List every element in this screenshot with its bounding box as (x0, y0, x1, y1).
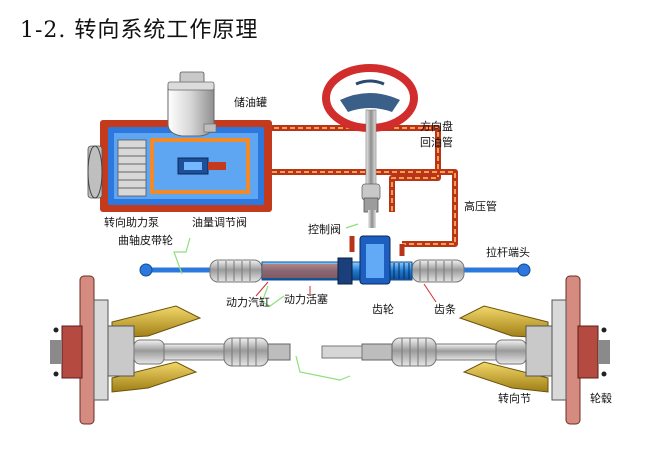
power-piston (337, 257, 353, 285)
rack-teeth (393, 263, 410, 279)
right-knuckle-arm (458, 305, 553, 393)
left-boot (209, 259, 263, 283)
label-knuckle: 转向节 (498, 391, 531, 405)
right-wheel (551, 275, 610, 425)
label-power-pump: 转向助力泵 (104, 215, 159, 229)
rack-and-pinion (139, 235, 531, 285)
red-leaders (255, 281, 437, 303)
flow-control-valve (177, 157, 226, 175)
page-title: 1-2. 转向系统工作原理 (20, 18, 259, 43)
label-hub: 轮毂 (590, 391, 612, 405)
pump-rotor (117, 139, 147, 197)
label-high-pressure-pipe: 高压管 (464, 199, 497, 213)
label-power-piston: 动力活塞 (284, 292, 328, 306)
label-pinion: 齿轮 (372, 302, 394, 316)
crank-pulley (87, 145, 103, 199)
oil-reservoir (167, 71, 217, 137)
left-knuckle-arm (107, 305, 202, 393)
left-drive-shaft (133, 337, 291, 367)
label-power-cylinder: 动力汽缸 (226, 295, 270, 309)
label-tie-rod-end: 拉杆端头 (486, 245, 530, 259)
high-pressure-pipe (272, 169, 458, 247)
leader-lines (173, 223, 359, 381)
label-control-valve: 控制阀 (308, 222, 341, 236)
left-wheel (50, 275, 109, 425)
right-boot (411, 259, 465, 283)
right-drive-shaft (321, 337, 527, 367)
power-steering-pump (100, 120, 272, 212)
label-return-pipe: 回油管 (420, 135, 453, 149)
label-rack: 齿条 (434, 302, 456, 316)
label-flow-valve: 油量调节阀 (192, 215, 247, 229)
label-reservoir: 储油罐 (234, 95, 267, 109)
label-crank-pulley: 曲轴皮带轮 (118, 233, 173, 247)
label-steering-wheel: 方向盘 (420, 119, 453, 133)
steering-column (361, 109, 381, 228)
